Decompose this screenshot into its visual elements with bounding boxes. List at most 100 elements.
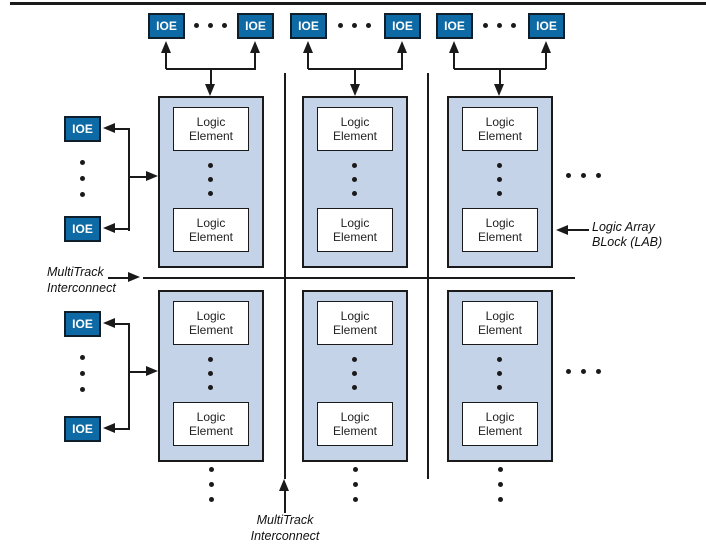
arrowhead-right-icon	[128, 272, 140, 282]
connector-line	[210, 68, 212, 84]
label-line: Interconnect	[250, 529, 320, 543]
ioe-box: IOE	[148, 13, 185, 39]
connector-line	[453, 51, 455, 69]
dot	[497, 177, 502, 182]
callout-line	[567, 229, 589, 231]
ioe-box: IOE	[64, 116, 101, 142]
dot	[497, 163, 502, 168]
dot	[497, 23, 502, 28]
dot	[352, 357, 357, 362]
dot	[581, 369, 586, 374]
label-line: MultiTrack	[47, 265, 104, 279]
arrowhead-up-icon	[161, 41, 171, 53]
ioe-box: IOE	[237, 13, 274, 39]
dot	[353, 467, 358, 472]
logic-array-block-label: Logic Array BLock (LAB)	[592, 220, 702, 250]
dot	[497, 385, 502, 390]
dot	[194, 23, 199, 28]
dot	[209, 497, 214, 502]
ioe-box: IOE	[436, 13, 473, 39]
connector-line	[114, 128, 130, 130]
dot	[497, 191, 502, 196]
ioe-box: IOE	[64, 416, 101, 442]
connector-line	[128, 176, 146, 178]
arrowhead-up-icon	[541, 41, 551, 53]
logic-element-label: Element	[332, 424, 378, 438]
logic-element-label: Logic	[485, 410, 515, 424]
row-interconnect-line	[143, 277, 575, 279]
dot	[596, 369, 601, 374]
ioe-box: IOE	[290, 13, 327, 39]
logic-element-label: Logic	[196, 309, 226, 323]
logic-element-label: Element	[188, 129, 234, 143]
top-border-line	[10, 2, 706, 5]
column-interconnect-line	[427, 73, 429, 479]
dot	[352, 371, 357, 376]
connector-line	[401, 51, 403, 69]
dot	[208, 177, 213, 182]
arrowhead-left-icon	[103, 423, 115, 433]
arrowhead-up-icon	[303, 41, 313, 53]
dot	[566, 369, 571, 374]
logic-element-label: Logic	[485, 309, 515, 323]
ioe-box: IOE	[528, 13, 565, 39]
dot	[352, 163, 357, 168]
arrowhead-right-icon	[146, 171, 158, 181]
arrowhead-left-icon	[103, 123, 115, 133]
connector-line	[114, 323, 130, 325]
dot	[596, 173, 601, 178]
dot	[80, 160, 85, 165]
dot	[208, 385, 213, 390]
ioe-box: IOE	[64, 216, 101, 242]
logic-element-label: Element	[188, 323, 234, 337]
logic-element-label: Element	[477, 424, 523, 438]
connector-line	[128, 371, 146, 373]
dot	[483, 23, 488, 28]
logic-element-label: Logic	[196, 216, 226, 230]
arrowhead-down-icon	[494, 84, 504, 96]
arrowhead-left-icon	[103, 223, 115, 233]
ioe-box: IOE	[64, 311, 101, 337]
dot	[352, 191, 357, 196]
connector-line	[165, 51, 167, 69]
dot	[338, 23, 343, 28]
connector-line	[128, 128, 130, 231]
logic-element-label: Logic	[340, 115, 370, 129]
dot	[80, 192, 85, 197]
connector-line	[254, 51, 256, 69]
arrowhead-left-icon	[103, 318, 115, 328]
dot	[353, 482, 358, 487]
logic-element-label: Element	[477, 230, 523, 244]
label-line: Logic Array	[592, 220, 655, 234]
label-line: MultiTrack	[256, 513, 314, 527]
arrowhead-up-icon	[397, 41, 407, 53]
dot	[209, 482, 214, 487]
logic-element-label: Logic	[485, 216, 515, 230]
connector-line	[114, 228, 130, 230]
dot	[80, 387, 85, 392]
ioe-box: IOE	[384, 13, 421, 39]
dot	[498, 497, 503, 502]
callout-line	[108, 277, 129, 279]
dot	[208, 371, 213, 376]
dot	[352, 385, 357, 390]
dot	[366, 23, 371, 28]
logic-element-label: Element	[477, 323, 523, 337]
callout-line	[284, 490, 286, 513]
dot	[353, 497, 358, 502]
logic-element-label: Element	[477, 129, 523, 143]
arrowhead-up-icon	[279, 479, 289, 491]
